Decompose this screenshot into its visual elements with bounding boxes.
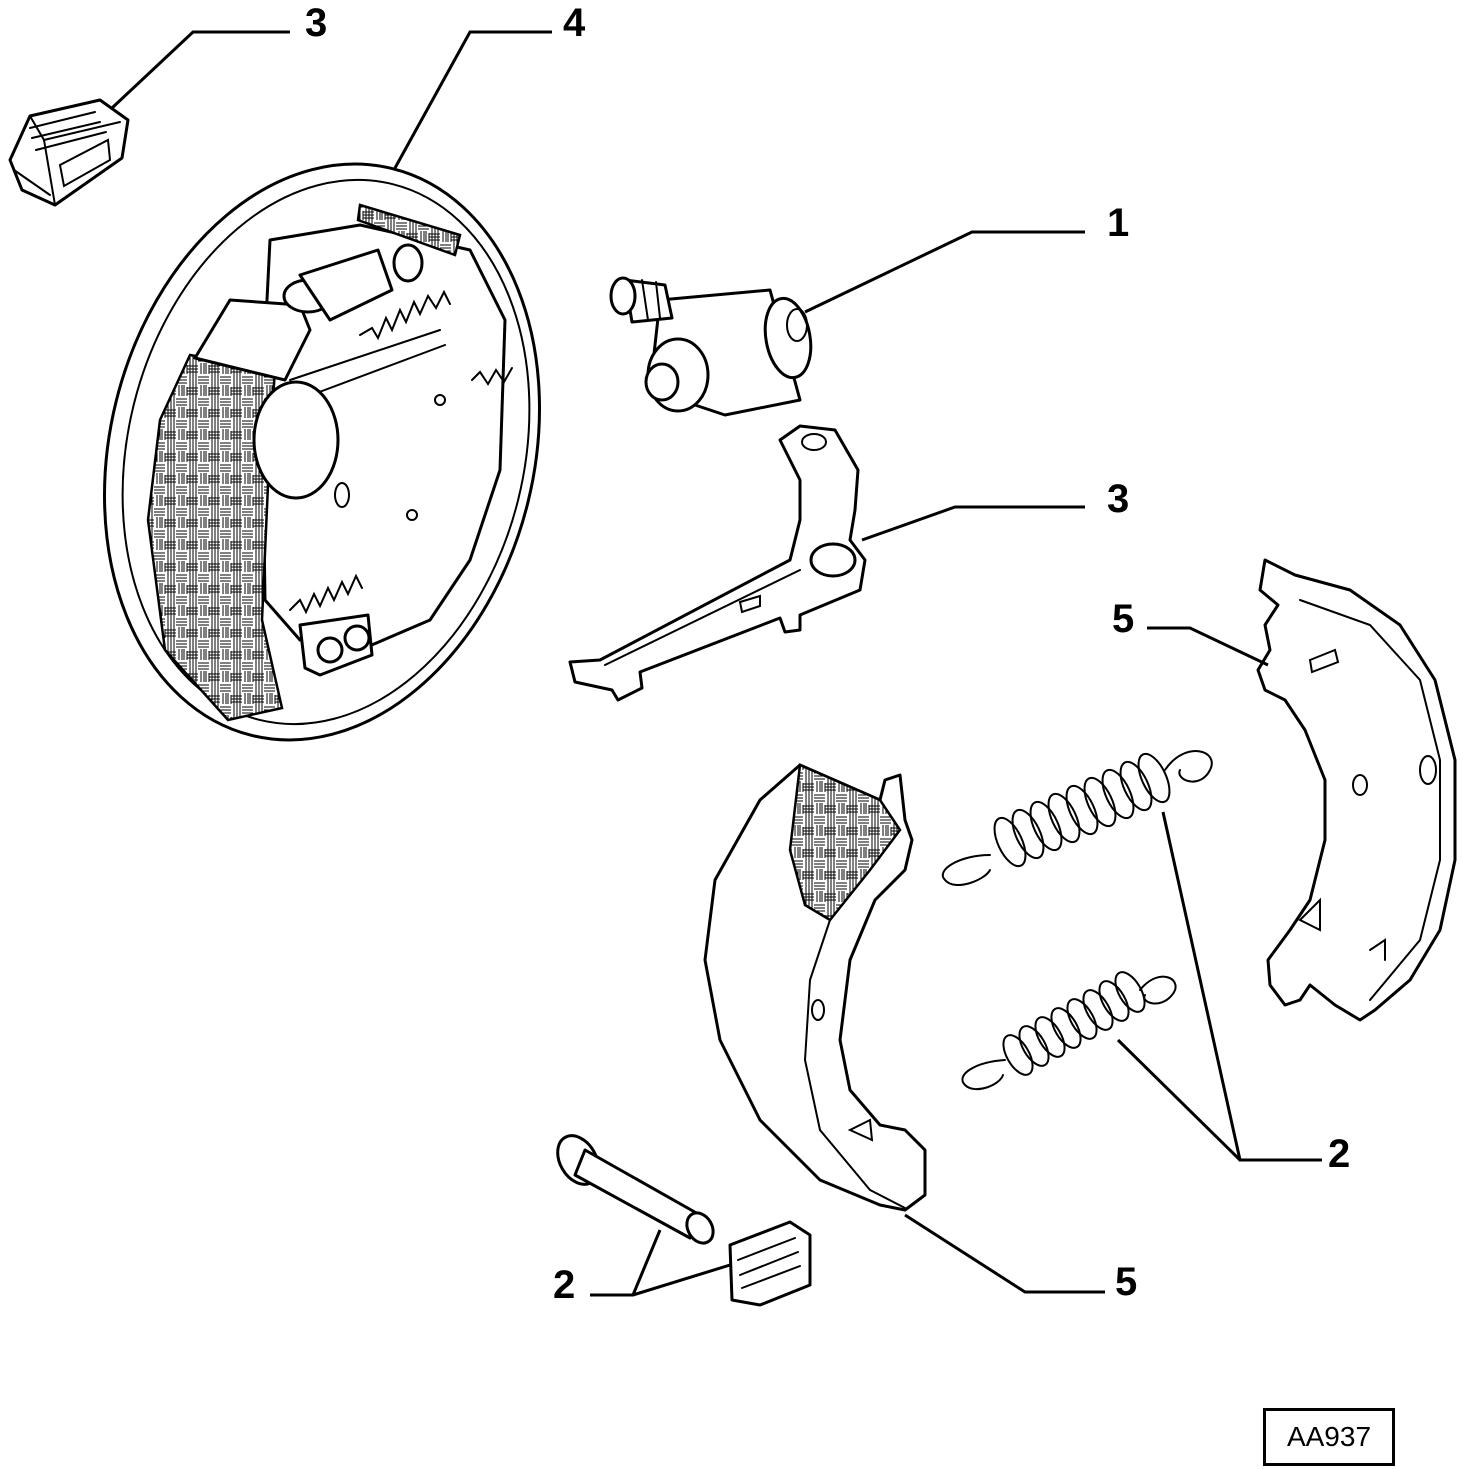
- leader-lines: [110, 30, 1322, 1297]
- callout-shoe-left: 5: [1115, 1260, 1137, 1304]
- adjuster-block-part: [8, 98, 130, 207]
- callout-wheel-cylinder: 1: [1107, 201, 1129, 245]
- return-spring-lower-part: [961, 971, 1177, 1091]
- hold-down-clip-part: [728, 1220, 812, 1307]
- hold-down-pin-part: [556, 1134, 715, 1245]
- handbrake-lever-part: [568, 424, 867, 702]
- callout-pin-clip: 2: [553, 1263, 575, 1307]
- brake-shoe-left-part: [703, 763, 927, 1212]
- wheel-cylinder-part: [609, 276, 813, 417]
- callout-springs: 2: [1328, 1132, 1350, 1176]
- drawing-code-label: AA937: [1263, 1408, 1395, 1466]
- callout-shoe-right: 5: [1112, 597, 1134, 641]
- callout-lever: 3: [1107, 477, 1129, 521]
- callout-backplate: 4: [563, 1, 586, 45]
- brake-backplate-assembly: [103, 162, 541, 742]
- return-spring-upper-part: [941, 750, 1213, 886]
- brake-shoe-right-part: [1256, 558, 1457, 1022]
- callout-adjuster-block: 3: [305, 1, 327, 45]
